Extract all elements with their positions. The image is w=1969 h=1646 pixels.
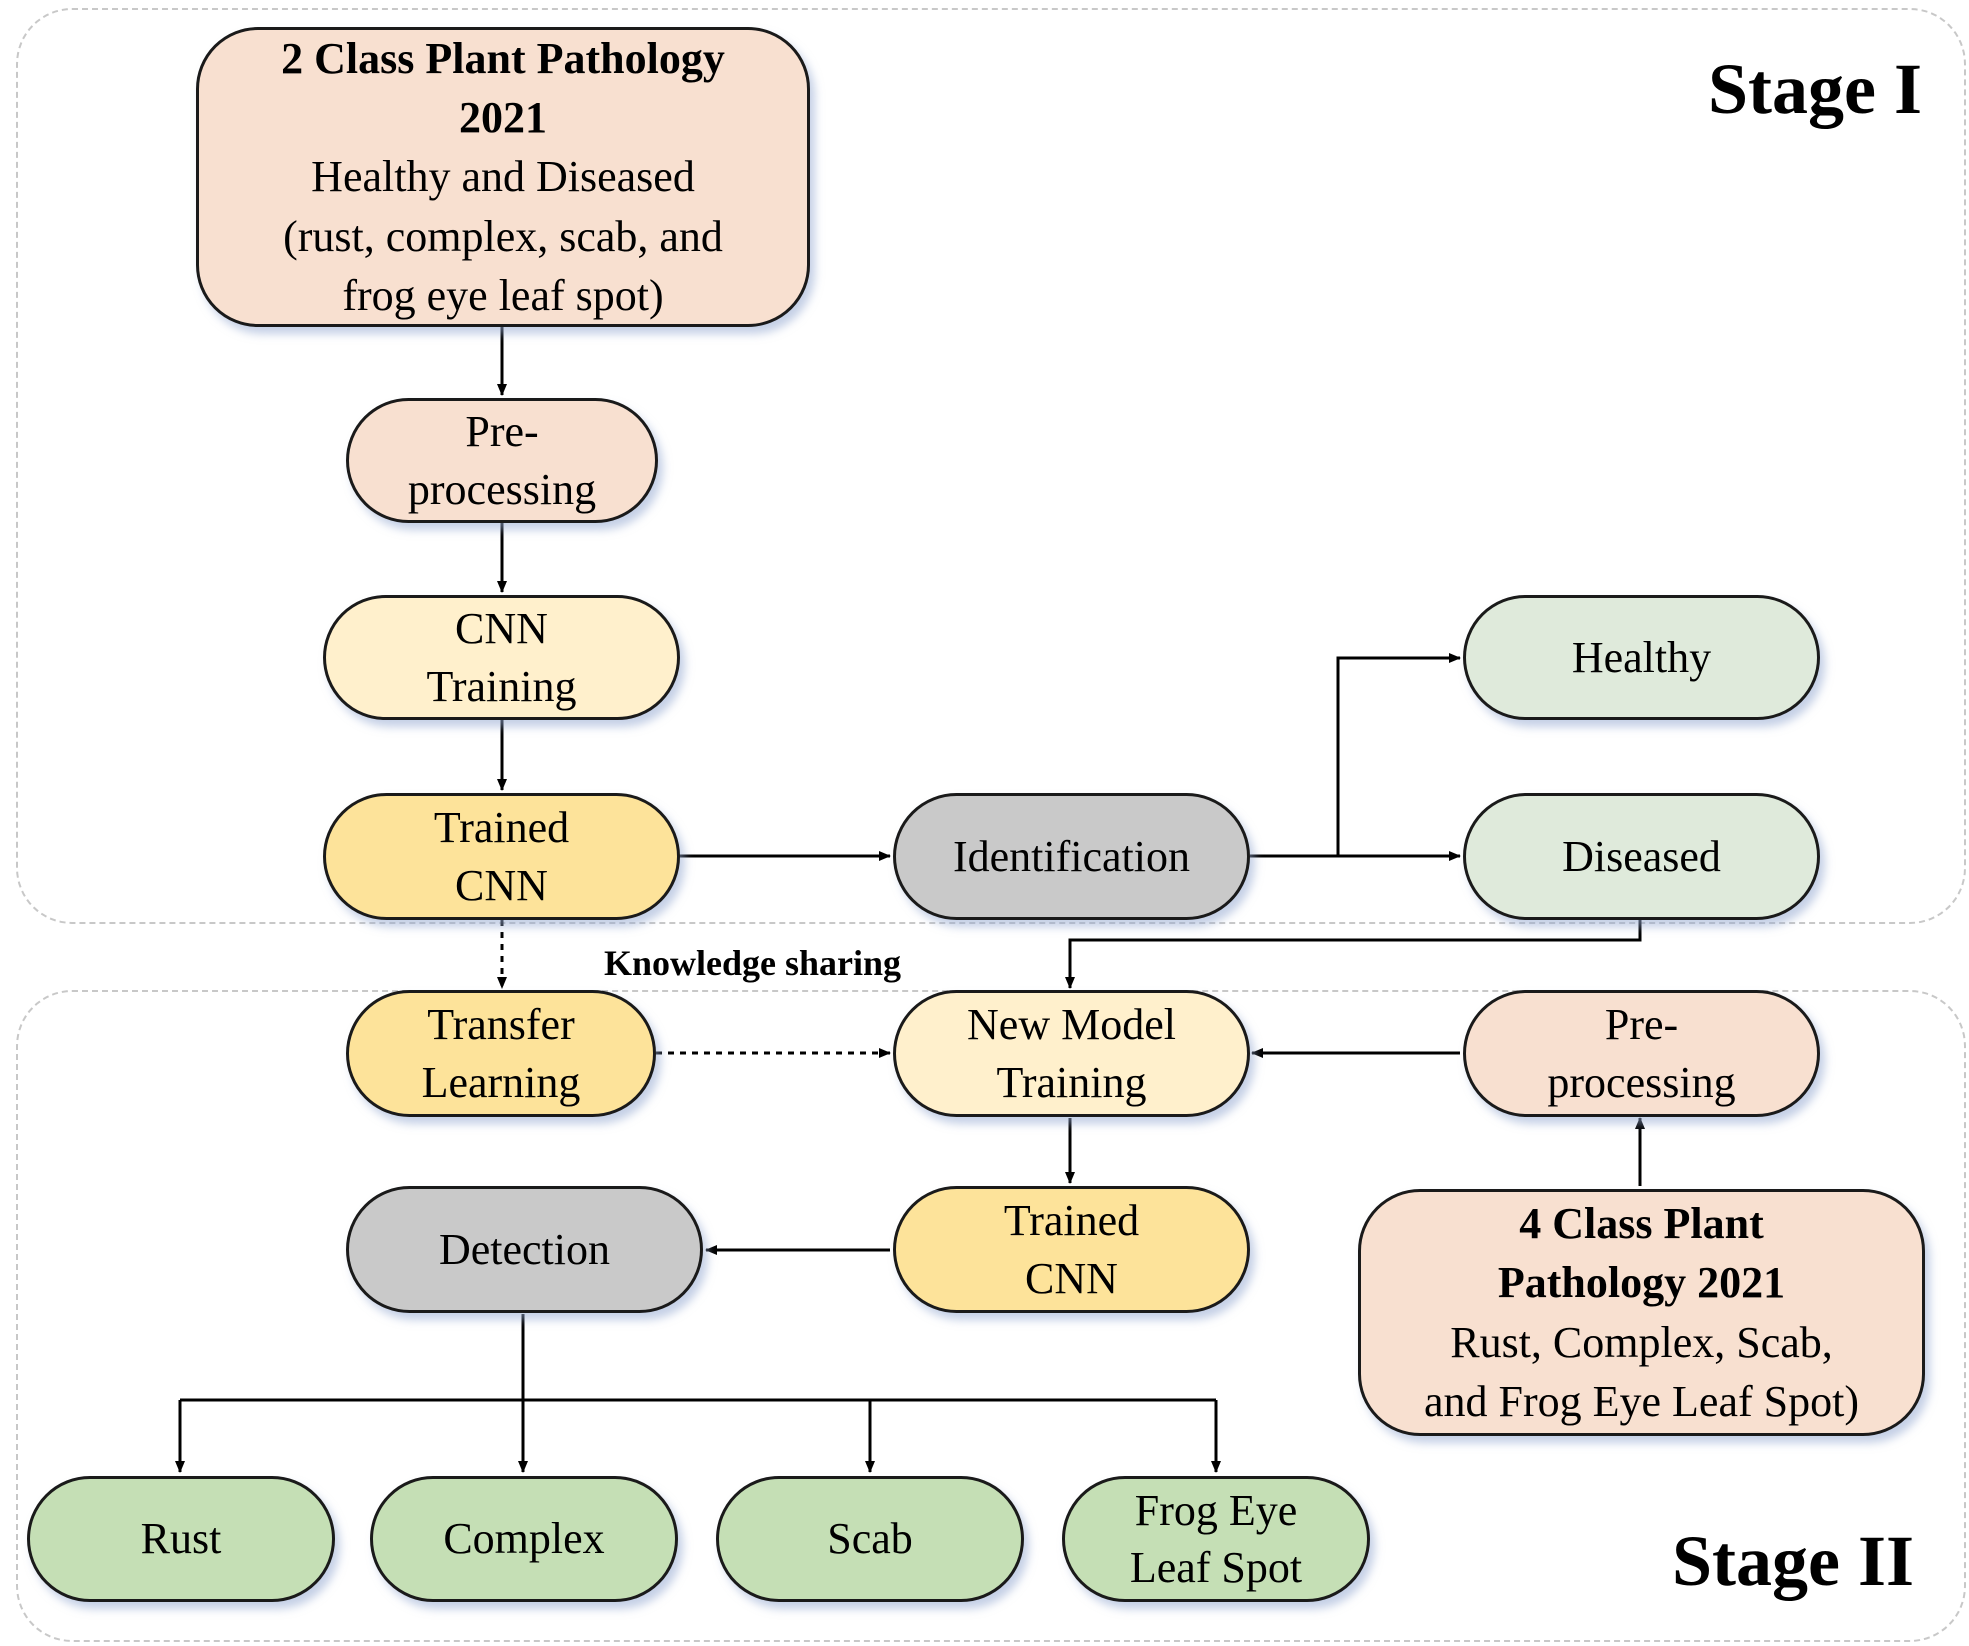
identification-box: Identification <box>893 793 1250 920</box>
transfer-learning-box: Transfer Learning <box>346 990 656 1117</box>
stage2-preprocessing-box: Pre- processing <box>1463 990 1820 1117</box>
rust-label: Rust <box>140 1514 222 1564</box>
stage2-trained-cnn-line1: Trained <box>1003 1196 1140 1246</box>
stage2-dataset-box: 4 Class Plant Pathology 2021 Rust, Compl… <box>1358 1189 1925 1436</box>
detection-box: Detection <box>346 1186 703 1313</box>
healthy-box: Healthy <box>1463 595 1820 720</box>
new-model-training-line2: Training <box>996 1057 1147 1107</box>
complex-box: Complex <box>370 1476 678 1602</box>
frog-eye-leaf-spot-box: Frog Eye Leaf Spot <box>1062 1476 1370 1602</box>
cnn-training-line1: CNN <box>455 604 548 654</box>
stage2-dataset-desc-line2: and Frog Eye Leaf Spot) <box>1424 1376 1859 1426</box>
arrow-to-healthy <box>1336 653 1461 856</box>
cnn-training-line2: Training <box>426 661 577 711</box>
detection-label: Detection <box>438 1224 611 1274</box>
stage2-dataset-desc-line1: Rust, Complex, Scab, <box>1450 1317 1833 1367</box>
stage1-dataset-desc-line1: Healthy and Diseased <box>311 152 695 202</box>
transfer-learning-line2: Learning <box>421 1057 581 1107</box>
frog-eye-line2: Leaf Spot <box>1129 1543 1303 1592</box>
new-model-training-box: New Model Training <box>893 990 1250 1117</box>
diseased-label: Diseased <box>1562 831 1721 881</box>
knowledge-sharing-label: Knowledge sharing <box>604 943 902 983</box>
cnn-training-box: CNN Training <box>323 595 680 720</box>
stage2-dataset-title-line1: 4 Class Plant <box>1519 1198 1764 1248</box>
identification-label: Identification <box>952 831 1190 881</box>
stage-1-label: Stage I <box>1708 49 1922 129</box>
scab-label: Scab <box>827 1514 913 1564</box>
stage2-dataset-title-line2: Pathology 2021 <box>1497 1258 1786 1308</box>
stage1-trained-cnn-line2: CNN <box>455 860 548 910</box>
diseased-box: Diseased <box>1463 793 1820 920</box>
stage-2-label: Stage II <box>1672 1521 1915 1601</box>
stage1-preprocessing-line2: processing <box>407 464 597 514</box>
stage2-preprocessing-line1: Pre- <box>1604 1000 1679 1050</box>
stage1-dataset-desc-line3: frog eye leaf spot) <box>342 271 664 321</box>
stage1-dataset-title-line1: 2 Class Plant Pathology <box>281 33 725 83</box>
arrow-diseased-to-new-model-training <box>1065 920 1642 989</box>
stage1-dataset-desc-line2: (rust, complex, scab, and <box>283 211 723 261</box>
stage-1-frame <box>16 8 1966 924</box>
frog-eye-line1: Frog Eye <box>1134 1485 1298 1535</box>
stage1-trained-cnn-box: Trained CNN <box>323 793 680 920</box>
rust-box: Rust <box>27 1476 335 1602</box>
stage2-trained-cnn-line2: CNN <box>1025 1253 1118 1303</box>
new-model-training-line1: New Model <box>967 1000 1176 1050</box>
transfer-learning-line1: Transfer <box>427 1000 575 1050</box>
complex-label: Complex <box>443 1514 605 1564</box>
stage1-dataset-box: 2 Class Plant Pathology 2021 Healthy and… <box>196 27 810 327</box>
stage2-trained-cnn-box: Trained CNN <box>893 1186 1250 1313</box>
stage1-preprocessing-box: Pre- processing <box>346 398 658 523</box>
stage2-preprocessing-line2: processing <box>1547 1057 1736 1107</box>
stage1-trained-cnn-line1: Trained <box>433 803 570 853</box>
stage1-dataset-title-line2: 2021 <box>459 92 547 142</box>
healthy-label: Healthy <box>1571 632 1712 682</box>
stage1-preprocessing-line1: Pre- <box>465 407 539 457</box>
scab-box: Scab <box>716 1476 1024 1602</box>
